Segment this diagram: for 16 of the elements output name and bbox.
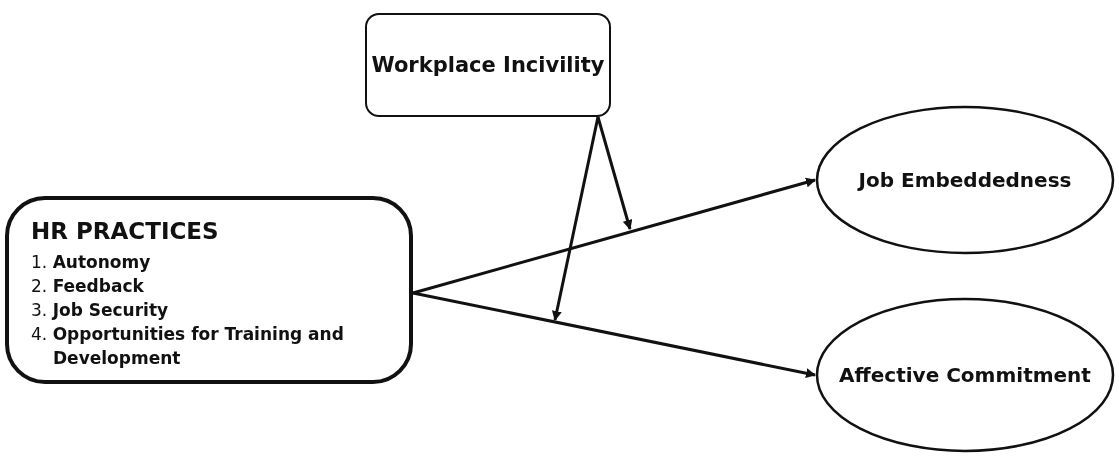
arrow <box>551 116 600 321</box>
list-item: 2. Feedback <box>31 275 145 298</box>
process-box <box>5 196 413 384</box>
arrow <box>412 291 816 379</box>
process-box <box>365 13 611 117</box>
node-label: Workplace Incivility <box>371 53 605 77</box>
node-label: Affective Commitment <box>839 363 1091 387</box>
outcome-ellipse <box>815 105 1115 255</box>
arrow <box>412 177 816 295</box>
arrow <box>596 116 633 230</box>
list-item: 1. Autonomy <box>31 251 152 274</box>
box-heading: HR PRACTICES <box>31 218 220 244</box>
list-item: 3. Job Security <box>31 299 170 322</box>
outcome-ellipse <box>815 297 1115 453</box>
list-item: 4. Opportunities for Training and Development <box>31 323 345 370</box>
node-label: Job Embeddedness <box>858 168 1072 192</box>
